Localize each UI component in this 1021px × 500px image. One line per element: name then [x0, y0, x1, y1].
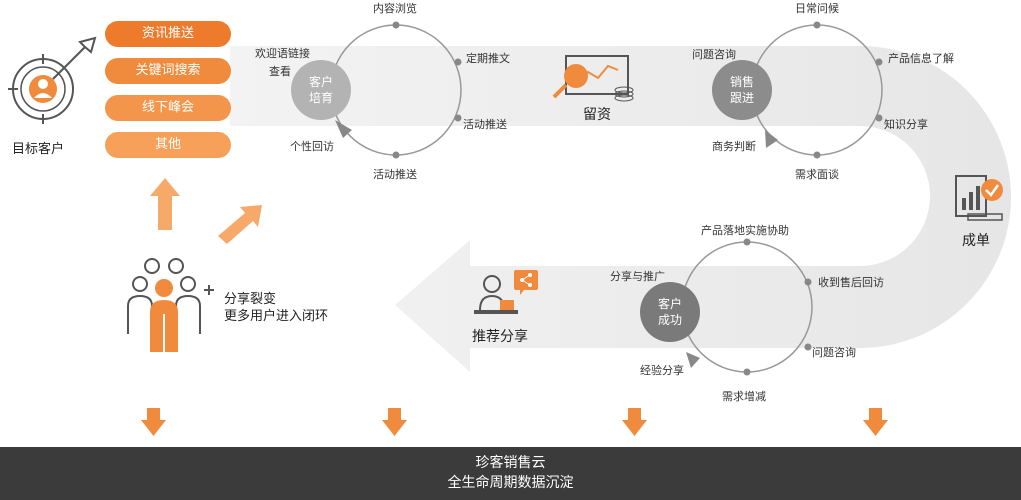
channel-pill-2: 线下峰会	[105, 95, 231, 121]
cycle1-center: 客户培育	[291, 60, 351, 120]
target-label: 目标客户	[12, 142, 65, 157]
cycle2-label-1: 产品信息了解	[888, 52, 954, 65]
footer-title: 珍客销售云	[475, 455, 546, 471]
footer-subtitle: 全生命周期数据沉淀	[447, 475, 574, 491]
channel-pill-1: 关键词搜索	[105, 58, 231, 84]
channel-pill-0: 资讯推送	[105, 21, 231, 47]
target-icon	[8, 36, 97, 124]
cycle2-label-4: 商务判断	[712, 140, 756, 153]
cycle2-center: 销售跟进	[712, 60, 772, 120]
cycle3-center-line1: 客户	[657, 297, 682, 311]
retain-label: 留资	[583, 107, 611, 123]
cycle3-label-2: 问题咨询	[812, 346, 856, 359]
cycle1-label-6: 查看	[269, 65, 291, 78]
share-line2: 更多用户进入闭环	[224, 309, 329, 324]
users-icon	[127, 258, 214, 352]
recommend-label: 推荐分享	[472, 329, 528, 345]
cycle1-label-1: 定期推文	[466, 52, 510, 65]
cycle2-label-0: 日常问候	[795, 2, 839, 15]
cycle1-label-4: 个性回访	[290, 140, 334, 153]
cycle3-center-line2: 成功	[657, 313, 682, 327]
cycle3-label-0: 产品落地实施协助	[701, 224, 789, 237]
cycle1-label-0: 内容浏览	[373, 2, 417, 15]
cycle1-label-5: 欢迎语链接	[255, 47, 310, 60]
down-arrows	[141, 408, 888, 436]
share-line1: 分享裂变	[224, 292, 277, 307]
cycle2-center-line2: 跟进	[729, 91, 754, 105]
cycle1-center-line2: 培育	[308, 91, 333, 105]
retain-icon	[552, 55, 634, 102]
cycle2-label-3: 需求面谈	[795, 168, 839, 181]
cycle1-label-2: 活动推送	[463, 118, 507, 131]
cycle3-label-4: 经验分享	[640, 364, 684, 377]
up-arrow-2	[218, 205, 262, 244]
cycle2-center-line1: 销售	[729, 75, 754, 89]
deal-icon	[955, 175, 1003, 221]
up-arrow-1	[150, 178, 180, 230]
channel-pill-3: 其他	[105, 132, 231, 158]
cycle1-center-line1: 客户	[308, 75, 333, 89]
footer-bar: 珍客销售云 全生命周期数据沉淀	[0, 447, 1021, 500]
cycle3-label-1: 收到售后回访	[818, 276, 884, 289]
cycle1-label-3: 活动推送	[373, 168, 417, 181]
deal-label: 成单	[962, 233, 990, 249]
flow-band	[141, 21, 1011, 436]
cycle3-center: 客户成功	[640, 282, 700, 342]
cycle3-label-5: 分享与推广	[610, 270, 665, 283]
cycle3-label-3: 需求增减	[722, 390, 766, 403]
recommend-icon	[474, 270, 538, 314]
cycle2-label-5: 问题咨询	[692, 48, 736, 61]
cycle2-label-2: 知识分享	[884, 118, 928, 131]
